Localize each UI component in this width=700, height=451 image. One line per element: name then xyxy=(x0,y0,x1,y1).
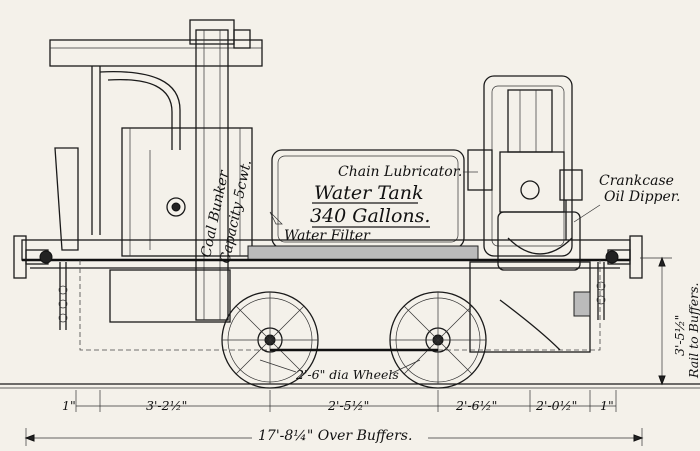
height-value-label: 3'-5½" xyxy=(672,315,687,356)
segment-dimension-line xyxy=(75,390,617,412)
rail-line xyxy=(0,383,700,389)
overall-label-backdrop xyxy=(252,426,428,444)
dim-segment-2: 3'-2½" xyxy=(146,398,187,413)
cab-roof xyxy=(49,39,263,235)
wheel-diameter-label: 2'-6" dia Wheels xyxy=(295,367,399,382)
oil-dipper-label: Oil Dipper. xyxy=(604,189,680,205)
chain-lubricator-label: Chain Lubricator. xyxy=(338,164,462,180)
coal-bunker-label-group: Coal Bunker Capacity 5cwt. xyxy=(198,158,255,265)
rear-wheel xyxy=(389,291,487,389)
height-description-label: Rail to Buffers. xyxy=(686,283,700,380)
overall-length-label: 17'-8¼" Over Buffers. xyxy=(258,428,412,444)
leader-lines xyxy=(259,171,601,375)
dim-segment-3: 2'-5½" xyxy=(327,398,369,413)
water-filter-label: Water Filter xyxy=(284,228,371,244)
dim-segment-5: 2'-0½" xyxy=(535,398,577,413)
water-tank-capacity-label: 340 Gallons. xyxy=(310,205,430,227)
engine-housing xyxy=(467,75,583,271)
dim-segment-1: 1" xyxy=(62,398,76,413)
right-buffer xyxy=(596,235,643,320)
chimney xyxy=(189,19,251,321)
coal-bunker xyxy=(54,127,253,257)
water-tank-label: Water Tank xyxy=(314,182,423,204)
height-label-group: 3'-5½" Rail to Buffers. xyxy=(672,283,700,380)
height-dimension xyxy=(640,256,672,386)
left-buffer xyxy=(13,235,68,330)
front-wheel xyxy=(221,291,319,389)
crankcase-label: Crankcase xyxy=(599,173,674,189)
dim-segment-4: 2'-6½" xyxy=(455,398,497,413)
main-frame xyxy=(21,239,631,353)
dim-segment-6: 1" xyxy=(600,398,614,413)
